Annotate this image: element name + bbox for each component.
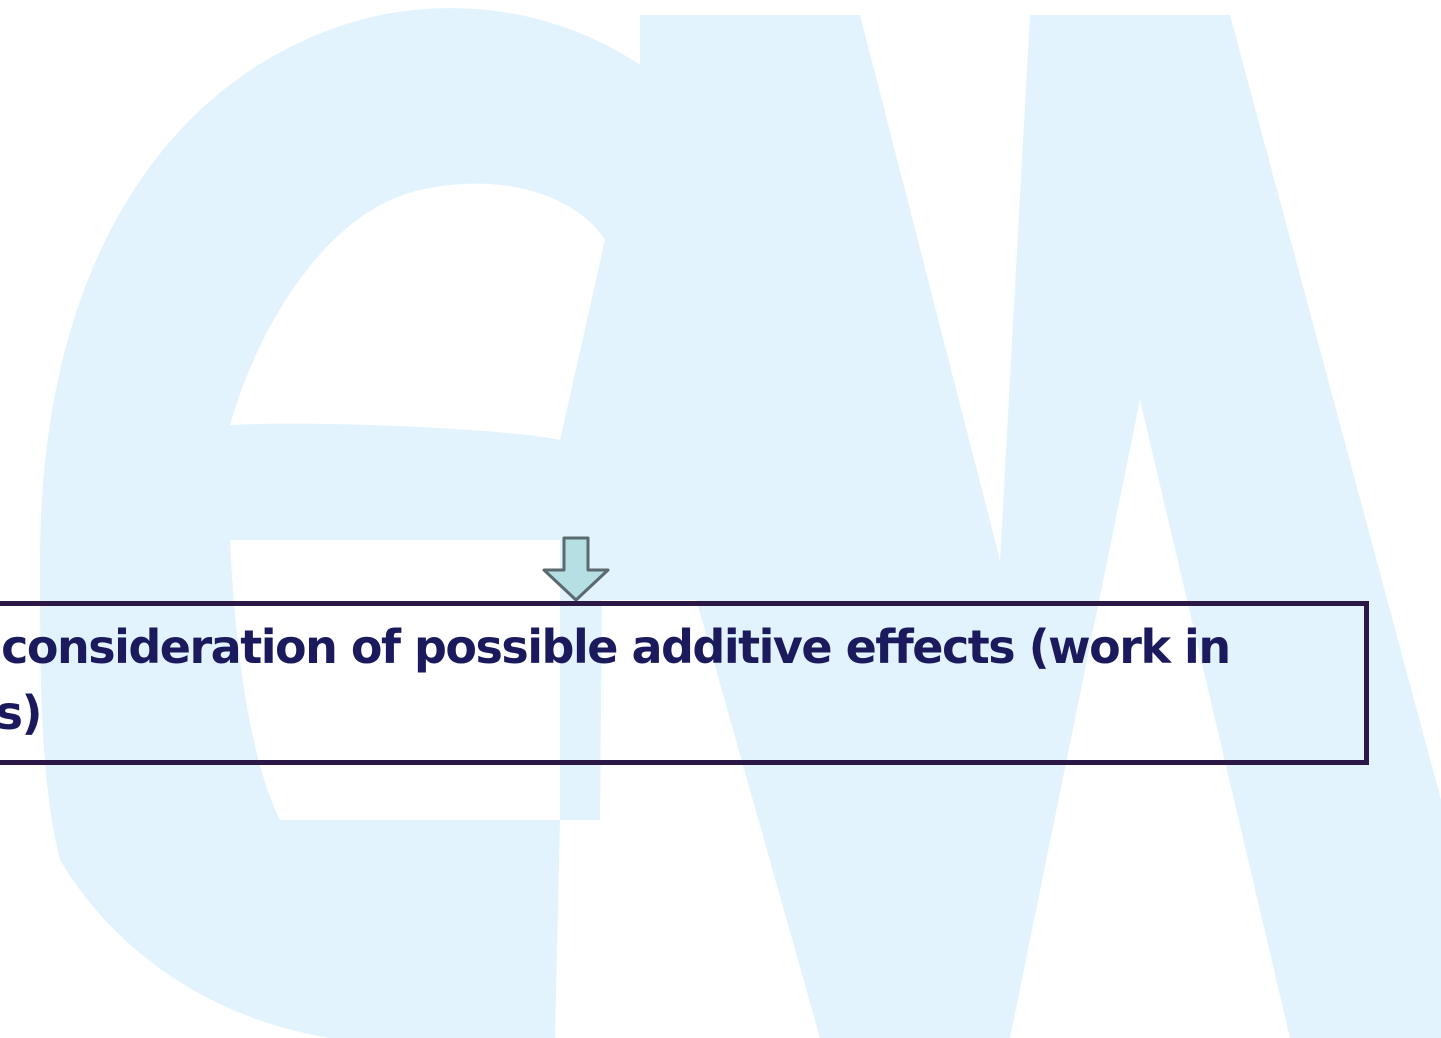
- watermark-m-shape: [640, 15, 1441, 1038]
- step-text: e: consideration of possible additive ef…: [0, 614, 1340, 746]
- arrow-down-icon: [542, 536, 610, 602]
- step-text-line-1: e: consideration of possible additive ef…: [0, 620, 1231, 674]
- watermark-e-bowl: [230, 183, 605, 440]
- step-text-line-2: ess): [0, 686, 42, 740]
- step-box: [0, 601, 1369, 765]
- watermark-e-bar-gap: [230, 540, 560, 820]
